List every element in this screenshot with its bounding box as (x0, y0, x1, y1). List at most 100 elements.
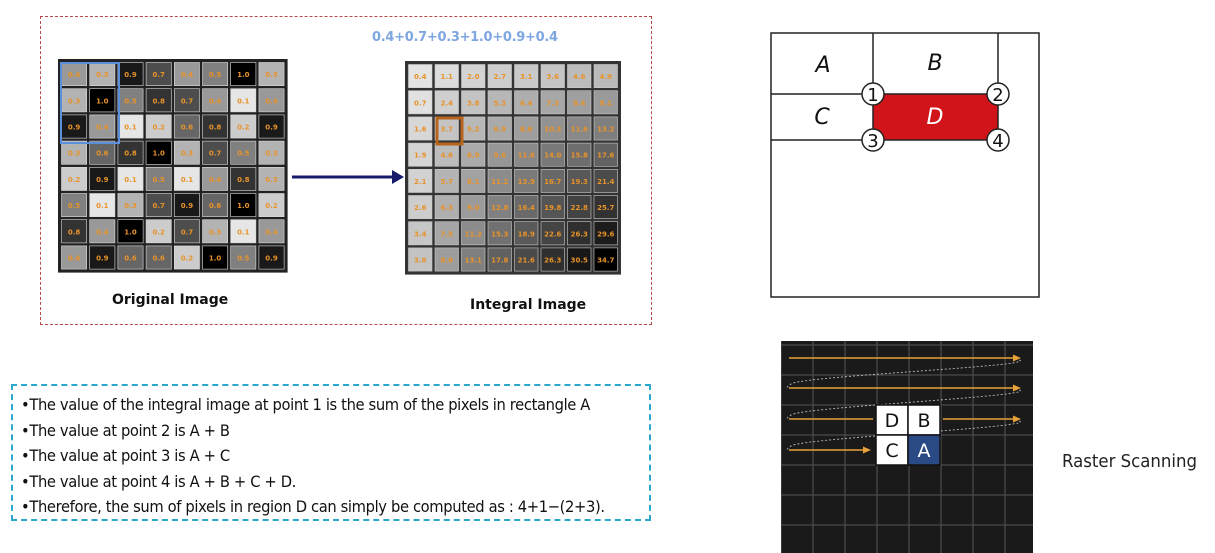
original-cell-value: 0.4 (209, 176, 222, 184)
integral-cell-value: 30.5 (571, 257, 588, 265)
integral-cell-value: 11.2 (465, 230, 482, 238)
notes-box: •The value of the integral image at poin… (11, 384, 651, 521)
integral-cell-value: 13.2 (597, 126, 614, 134)
integral-cell-value: 34.7 (597, 257, 614, 265)
original-cell-value: 0.2 (181, 255, 194, 263)
integral-cell (593, 221, 618, 246)
note-line-3: •The value at point 3 is A + C (21, 446, 230, 465)
point-4-marker (986, 128, 1010, 152)
integral-cell (540, 90, 565, 115)
integral-cell-value: 6.9 (494, 126, 507, 134)
original-cell (89, 193, 116, 218)
original-cell-value: 0.3 (181, 150, 194, 158)
sum-formula: 0.4+0.7+0.3+1.0+0.9+0.4 (372, 30, 558, 45)
original-cell-value: 0.3 (96, 71, 109, 79)
original-cell-value: 0.2 (152, 228, 165, 236)
original-cell (145, 219, 172, 244)
integral-cell-value: 6.9 (467, 152, 480, 160)
note-line-2: •The value at point 2 is A + B (21, 420, 230, 440)
original-cell-value: 0.9 (265, 124, 278, 132)
integral-cell-value: 29.6 (597, 230, 614, 238)
integral-cell (514, 221, 539, 246)
integral-cell-value: 3.8 (414, 257, 427, 265)
original-cell-value: 0.2 (68, 176, 81, 184)
integral-cell-value: 9.0 (467, 204, 480, 212)
original-cell-value: 0.4 (181, 71, 194, 79)
point-3-label: 3 (867, 131, 878, 152)
integral-cell (461, 64, 486, 89)
original-cell-value: 1.0 (124, 228, 137, 236)
figure-frame (40, 16, 652, 325)
integral-cell (487, 116, 512, 141)
original-cell (145, 193, 172, 218)
integral-cell (567, 247, 592, 272)
original-cell (174, 114, 200, 139)
original-cell-value: 0.4 (265, 97, 278, 105)
integral-cell (567, 142, 592, 167)
region-b-label: B (927, 51, 942, 76)
integral-cell-value: 7.5 (441, 230, 454, 238)
original-cell-value: 0.5 (68, 202, 81, 210)
integral-cell-value: 17.6 (597, 152, 614, 160)
original-cell (174, 140, 200, 165)
original-cell (174, 245, 200, 270)
integral-cell-value: 1.6 (414, 126, 427, 134)
integral-cell (540, 64, 565, 89)
note-line-4: •The value at point 4 is A + B + C + D. (21, 471, 296, 491)
integral-cell-value: 5.3 (494, 99, 507, 107)
integral-cell (514, 247, 539, 272)
original-cell-value: 0.3 (124, 202, 137, 210)
integral-cell-value: 6.4 (520, 99, 533, 107)
integral-cell (514, 142, 539, 167)
integral-cell (487, 64, 512, 89)
original-cell (145, 88, 172, 113)
original-cell (230, 245, 257, 270)
point-4-label: 4 (992, 131, 1003, 152)
integral-cell (487, 90, 512, 115)
integral-cell-value: 2.7 (494, 73, 507, 81)
original-cell (117, 62, 144, 87)
point-3-marker (861, 128, 885, 152)
integral-cell (487, 221, 512, 246)
integral-cell-value: 11.6 (571, 126, 588, 134)
integral-cell (434, 64, 459, 89)
original-cell-value: 0.7 (209, 150, 222, 158)
integral-cell-value: 12.8 (491, 204, 508, 212)
original-cell (89, 140, 116, 165)
integral-cell-value: 4.9 (600, 73, 613, 81)
original-cell (258, 245, 285, 270)
integral-image-caption: Integral Image (470, 297, 587, 313)
original-cell (258, 167, 285, 191)
original-cell (117, 167, 144, 191)
original-cell-value: 0.1 (124, 124, 137, 132)
integral-cell (434, 169, 459, 193)
integral-cell-value: 13.9 (518, 178, 535, 186)
original-cell (230, 88, 257, 113)
original-cell (89, 219, 116, 244)
raster-scan-diagram: D B C A (781, 341, 1033, 553)
original-cell (89, 167, 116, 191)
integral-cell (593, 169, 618, 193)
integral-cell (593, 64, 618, 89)
original-cell (145, 245, 172, 270)
original-cell-value: 0.3 (68, 97, 81, 105)
original-cell (61, 219, 88, 244)
integral-cell-value: 2.6 (414, 204, 427, 212)
integral-cell-value: 22.6 (544, 230, 561, 238)
point-2-marker (986, 82, 1010, 106)
raster-scanning-label: Raster Scanning (1062, 451, 1198, 472)
original-cell (145, 62, 172, 87)
original-cell-value: 0.4 (96, 124, 109, 132)
original-cell-value: 0.4 (68, 255, 81, 263)
integral-cell-value: 3.8 (467, 99, 480, 107)
integral-cell-value: 3.7 (441, 126, 454, 134)
original-cell-value: 0.5 (237, 150, 250, 158)
original-cell-value: 0.6 (96, 150, 109, 158)
integral-cell (593, 247, 618, 272)
integral-cell-value: 21.4 (597, 178, 614, 186)
original-cell-value: 0.5 (152, 176, 165, 184)
original-cell (258, 62, 285, 87)
integral-cell (434, 221, 459, 246)
integral-cell (434, 195, 459, 220)
